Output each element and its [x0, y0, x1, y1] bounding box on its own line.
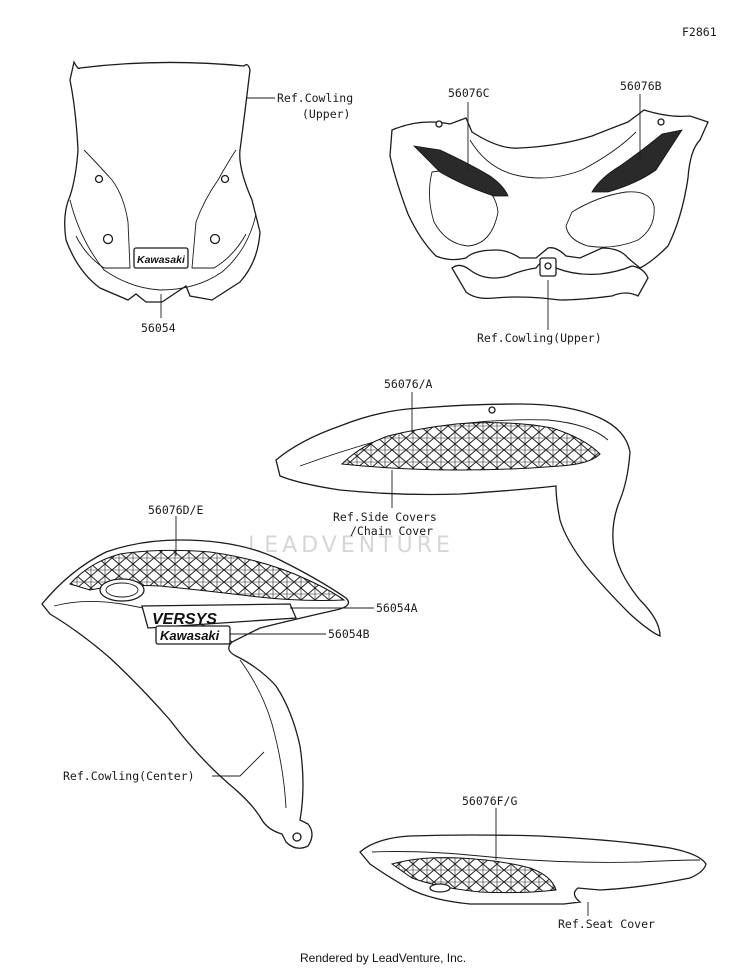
decal-56076C[interactable]: [412, 145, 509, 197]
upper-cowling-inner: [469, 131, 637, 179]
windshield-edge: [69, 199, 257, 291]
ref-cowling-center[interactable]: Ref.Cowling(Center): [63, 769, 195, 783]
ref-side-covers-line1[interactable]: Ref.Side Covers: [333, 510, 437, 524]
decal-56054B[interactable]: [155, 625, 231, 645]
label-56054[interactable]: 56054: [141, 321, 176, 335]
ref-cowling-upper-full[interactable]: Ref.Cowling(Upper): [477, 331, 602, 345]
seat-cover-group: 56076F/G Ref.Seat Cover: [359, 794, 707, 931]
ref-cowling-upper-line2[interactable]: (Upper): [302, 107, 350, 121]
center-cowling-vent-inner: [105, 582, 139, 598]
label-56054A[interactable]: 56054A: [376, 601, 418, 615]
ref-side-covers-line2[interactable]: /Chain Cover: [350, 524, 433, 538]
decal-56076A[interactable]: [340, 422, 601, 471]
label-56076B[interactable]: 56076B: [620, 79, 662, 93]
upper-cowling-hole: [435, 120, 443, 128]
footer-credit: Rendered by LeadVenture, Inc.: [300, 951, 466, 965]
side-cover-group: 56076/A Ref.Side Covers /Chain Cover: [275, 377, 661, 637]
windshield-inner-right: [191, 149, 247, 269]
label-56054B[interactable]: 56054B: [328, 627, 370, 641]
label-56076C[interactable]: 56076C: [448, 86, 490, 100]
seat-cover-emblem: [429, 883, 451, 893]
ref-seat-cover[interactable]: Ref.Seat Cover: [558, 917, 655, 931]
side-cover-hole: [488, 406, 496, 414]
kawasaki-large-decal-text: Kawasaki: [160, 628, 220, 643]
decal-56076B[interactable]: [591, 129, 683, 193]
windshield-bolt: [102, 233, 114, 245]
windshield-bolt: [220, 174, 230, 184]
upper-cowling-lower-part[interactable]: [451, 261, 649, 301]
decal-56076FG[interactable]: [390, 857, 557, 894]
upper-cowling-part[interactable]: [389, 109, 709, 269]
label-56076A[interactable]: 56076/A: [384, 377, 433, 391]
upper-cowling-hole: [544, 262, 552, 270]
watermark: LEADVENTURE: [248, 533, 454, 558]
upper-cowling-vent-right: [565, 191, 655, 248]
center-cowling-vent: [99, 578, 145, 602]
windshield-inner-left: [75, 149, 131, 269]
center-cowling-hole: [292, 832, 302, 842]
windshield-group: Kawasaki 56054 Ref.Cowling (Upper): [64, 60, 353, 335]
upper-cowling-hole: [657, 118, 665, 126]
leader-ref-cowling-center: [212, 751, 265, 777]
label-56076FG[interactable]: 56076F/G: [462, 794, 517, 808]
versys-decal-text: VERSYS: [152, 611, 217, 628]
upper-cowling-group: 56076C 56076B Ref.Cowling(Upper): [389, 79, 709, 345]
decal-56054A[interactable]: [141, 603, 297, 629]
center-cowling-inner: [239, 659, 287, 809]
kawasaki-decal-text: Kawasaki: [137, 254, 186, 266]
ref-cowling-upper-line1[interactable]: Ref.Cowling: [277, 91, 353, 105]
seat-cover-inner: [371, 851, 701, 863]
diagram-id: F2861: [682, 25, 717, 39]
windshield-bolt: [94, 174, 104, 184]
label-56076DE[interactable]: 56076D/E: [148, 503, 203, 517]
windshield-bolt: [209, 233, 221, 245]
kawasaki-decal-frame[interactable]: [133, 247, 189, 269]
decal-56076DE[interactable]: [69, 549, 346, 601]
center-cowling-group: VERSYS Kawasaki 56076D/E 56054A 56054B R…: [41, 503, 418, 849]
